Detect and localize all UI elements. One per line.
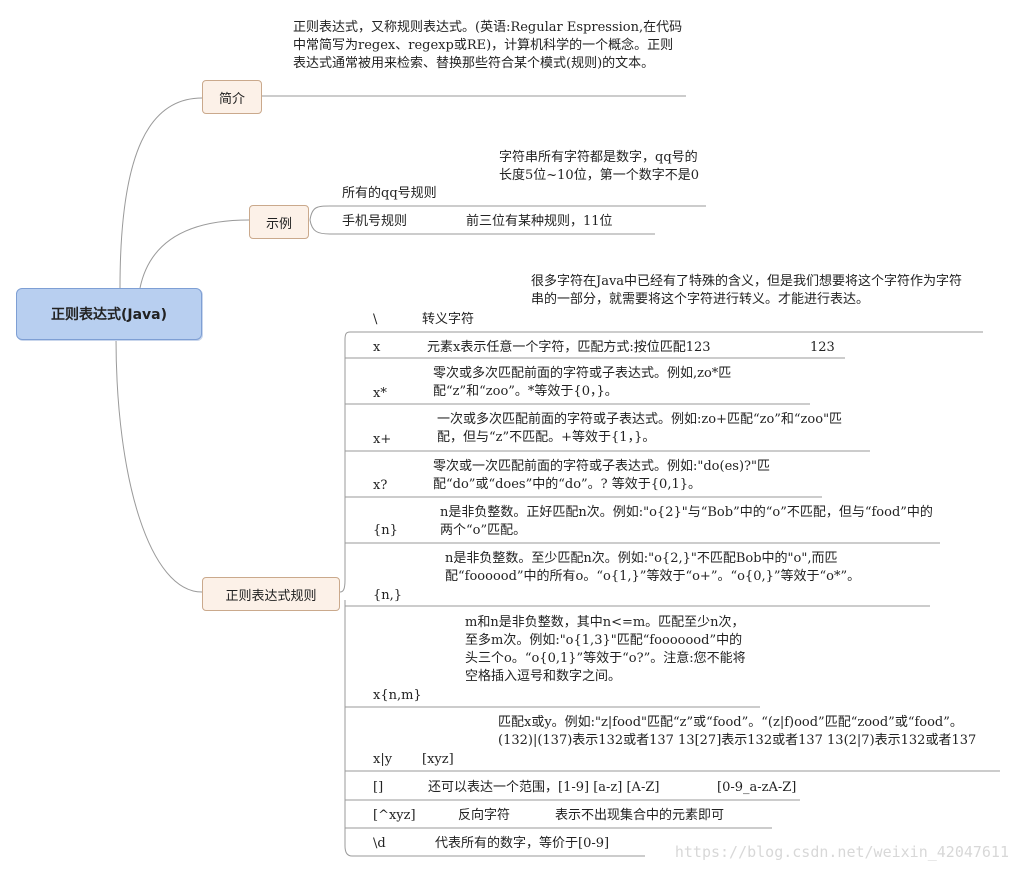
- branch-examples[interactable]: 示例: [249, 205, 309, 239]
- rule-x-symbol: x: [373, 340, 381, 355]
- rule-digit-desc: 代表所有的数字，等价于[0-9]: [435, 836, 610, 851]
- branch-intro[interactable]: 简介: [202, 80, 262, 114]
- rule-or-name: [xyz]: [422, 752, 454, 767]
- branch-rules-label: 正则表达式规则: [225, 588, 317, 604]
- rule-escape-name: 转义字符: [422, 312, 475, 327]
- example-qq-name: 所有的qq号规则: [342, 186, 437, 201]
- example-qq-desc: 字符串所有字符都是数字，qq号的长度5位~10位，第一个数字不是0: [499, 150, 699, 183]
- rule-escape-symbol: \: [373, 312, 378, 327]
- watermark-text: https://blog.csdn.net/weixin_42047611: [674, 843, 1009, 861]
- rule-n-m-desc: m和n是非负整数，其中n<=m。匹配至少n次，至多m次。例如:"o{1,3}"匹…: [465, 615, 746, 684]
- rule-star-symbol: x*: [373, 386, 387, 401]
- rule-plus-desc: 一次或多次匹配前面的字符或子表达式。例如:zo+匹配“zo”和“zoo"匹配，但…: [437, 412, 843, 445]
- rule-n-m-symbol: x{n,m}: [373, 688, 422, 703]
- rule-n-symbol: {n}: [373, 523, 398, 538]
- rule-question-desc: 零次或一次匹配前面的字符或子表达式。例如:"do(es)?"匹配“do”或“do…: [433, 459, 770, 492]
- root-node[interactable]: 正则表达式(Java): [16, 288, 202, 340]
- branch-intro-label: 简介: [218, 91, 245, 107]
- branch-rules[interactable]: 正则表达式规则: [202, 577, 340, 611]
- rule-or-desc: 匹配x或y。例如:"z|food"匹配“z”或“food”。“(z|f)ood”…: [498, 715, 977, 748]
- rule-or-symbol: x|y: [373, 752, 393, 767]
- intro-text: 正则表达式，又称规则表达式。(英语:Regular Espression,在代码…: [293, 20, 683, 71]
- example-phone-name: 手机号规则: [342, 214, 408, 229]
- branch-examples-label: 示例: [265, 216, 292, 232]
- rule-n-comma-symbol: {n,}: [373, 588, 403, 603]
- rule-negate-desc: 表示不出现集合中的元素即可: [555, 808, 725, 823]
- example-phone-desc: 前三位有某种规则，11位: [466, 214, 613, 229]
- rule-n-comma-desc: n是非负整数。至少匹配n次。例如:"o{2,}"不匹配Bob中的"o",而匹配“…: [445, 551, 861, 584]
- rule-negate-symbol: [^xyz]: [373, 808, 416, 823]
- root-label: 正则表达式(Java): [50, 307, 168, 323]
- rule-plus-symbol: x+: [373, 432, 392, 447]
- rule-question-symbol: x?: [373, 478, 388, 493]
- rule-escape-desc: 很多字符在Java中已经有了特殊的含义，但是我们想要将这个字符作为字符串的一部分…: [531, 274, 963, 307]
- rule-range-extra: [0-9_a-zA-Z]: [717, 780, 797, 795]
- rule-range-desc: 还可以表达一个范围，[1-9] [a-z] [A-Z]: [428, 780, 660, 795]
- rule-x-extra: 123: [810, 340, 835, 355]
- rule-range-symbol: []: [373, 780, 384, 795]
- rule-digit-symbol: \d: [373, 836, 386, 851]
- rule-n-desc: n是非负整数。正好匹配n次。例如:"o{2}"与“Bob”中的“o”不匹配，但与…: [440, 505, 933, 538]
- rule-x-desc: 元素x表示任意一个字符，匹配方式:按位匹配123: [427, 340, 711, 355]
- rule-star-desc: 零次或多次匹配前面的字符或子表达式。例如,zo*匹配“z”和“zoo”。*等效于…: [433, 366, 732, 399]
- rule-negate-name: 反向字符: [458, 808, 511, 823]
